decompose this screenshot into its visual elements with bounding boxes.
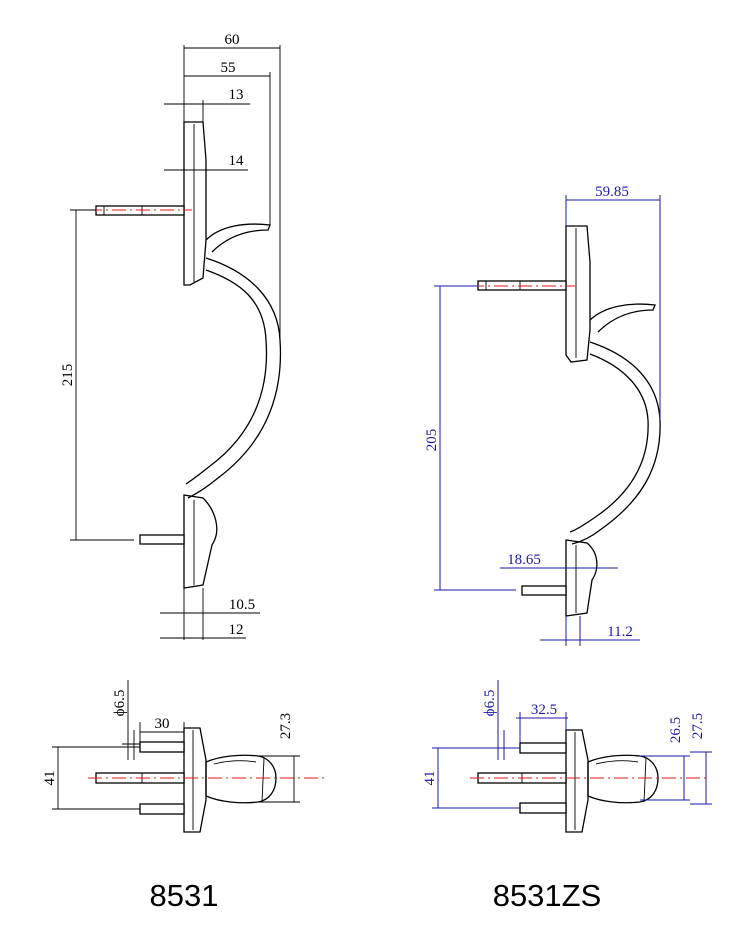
dim-label-overall-depth-zs: 59.85 (595, 184, 629, 200)
dim-overall-depth-8531: 60 (183, 32, 281, 340)
dim-label-pin-length: 30 (155, 716, 170, 732)
dim-label-center-distance-zs: 205 (424, 429, 440, 452)
dim-label-pin-diameter-zs: ϕ6.5 (482, 690, 498, 717)
front-view-8531: 60 55 13 14 215 10 (60, 32, 282, 640)
dim-pin-length-8531zs: 32.5 (516, 702, 568, 743)
dim-label-plate-step: 14 (229, 153, 245, 169)
dim-label-grip-height: 27.3 (278, 713, 294, 739)
dim-inner-depth-8531: 55 (184, 60, 271, 225)
dim-label-plate-thickness: 13 (229, 87, 244, 103)
top-grip-8531zs (587, 754, 659, 804)
handle-grip-8531 (187, 257, 282, 499)
dim-bottom-offset-8531: 10.5 (160, 588, 260, 640)
dim-pin-diameter-8531: ϕ6.5 (112, 680, 140, 760)
dim-pin-diameter-8531zs: ϕ6.5 (482, 680, 514, 760)
dim-plate-thickness-8531: 13 (164, 87, 250, 122)
top-pin-upper-8531 (139, 741, 185, 753)
dim-bottom-plate-8531zs: 11.2 (540, 616, 640, 646)
thumb-lever-8531zs (589, 303, 656, 333)
model-label-8531zs: 8531ZS (493, 878, 602, 913)
back-plate-top-8531 (183, 121, 207, 286)
dim-label-inner-depth: 55 (221, 60, 236, 76)
back-plate-bottom-8531zs (565, 539, 598, 617)
dim-bottom-offset-8531zs: 18.65 (500, 552, 618, 569)
dim-label-plate-width: 41 (42, 771, 58, 786)
dim-pin-length-8531: 30 (139, 716, 185, 742)
top-pin-lower-8531 (139, 803, 185, 815)
dim-grip-height-b-8531zs: 27.5 (690, 713, 712, 805)
dim-center-distance-8531: 215 (60, 209, 134, 541)
top-view-8531zs: ϕ6.5 32.5 41 26.5 27.5 (422, 680, 712, 833)
top-grip-8531 (205, 754, 277, 804)
dim-plate-step-8531: 14 (164, 153, 248, 171)
handle-grip-8531zs (571, 341, 661, 545)
mount-pin-bottom-8531zs (521, 585, 567, 596)
dim-label-bottom-offset-zs: 18.65 (507, 552, 541, 568)
dim-plate-width-8531: 41 (42, 746, 140, 810)
back-plate-top-8531zs (565, 225, 591, 363)
top-view-8531: ϕ6.5 30 41 27.3 (42, 680, 326, 833)
dim-plate-width-8531zs: 41 (422, 747, 520, 809)
top-pin-lower-8531zs (519, 802, 567, 814)
mount-pin-bottom-8531 (139, 534, 185, 545)
thumb-lever-8531 (205, 223, 271, 253)
model-label-8531: 8531 (150, 878, 219, 913)
dim-label-plate-width-zs: 41 (422, 771, 438, 786)
dim-grip-height-8531: 27.3 (258, 713, 300, 803)
top-pin-upper-8531zs (519, 742, 567, 754)
dim-label-bottom-plate-zs: 11.2 (607, 624, 633, 640)
dim-label-grip-height-b-zs: 27.5 (690, 713, 706, 739)
dim-label-center-distance: 215 (60, 364, 76, 387)
dim-label-overall-depth: 60 (225, 32, 240, 48)
dim-center-distance-8531zs: 205 (424, 285, 516, 591)
front-view-8531zs: 59.85 205 18.65 11.2 (424, 184, 661, 646)
dim-label-pin-diameter: ϕ6.5 (112, 690, 128, 717)
dim-bottom-plate-8531: 12 (160, 622, 246, 639)
top-plate-8531zs (565, 729, 589, 833)
back-plate-bottom-8531 (183, 494, 218, 589)
dim-label-bottom-plate: 12 (229, 622, 244, 638)
dim-label-bottom-offset: 10.5 (229, 597, 255, 613)
dim-grip-height-a-8531zs: 26.5 (640, 717, 690, 801)
dim-label-grip-height-a-zs: 26.5 (668, 717, 684, 743)
dim-overall-depth-8531zs: 59.85 (565, 184, 661, 420)
dim-label-pin-length-zs: 32.5 (531, 702, 557, 718)
top-plate-8531 (183, 727, 207, 833)
